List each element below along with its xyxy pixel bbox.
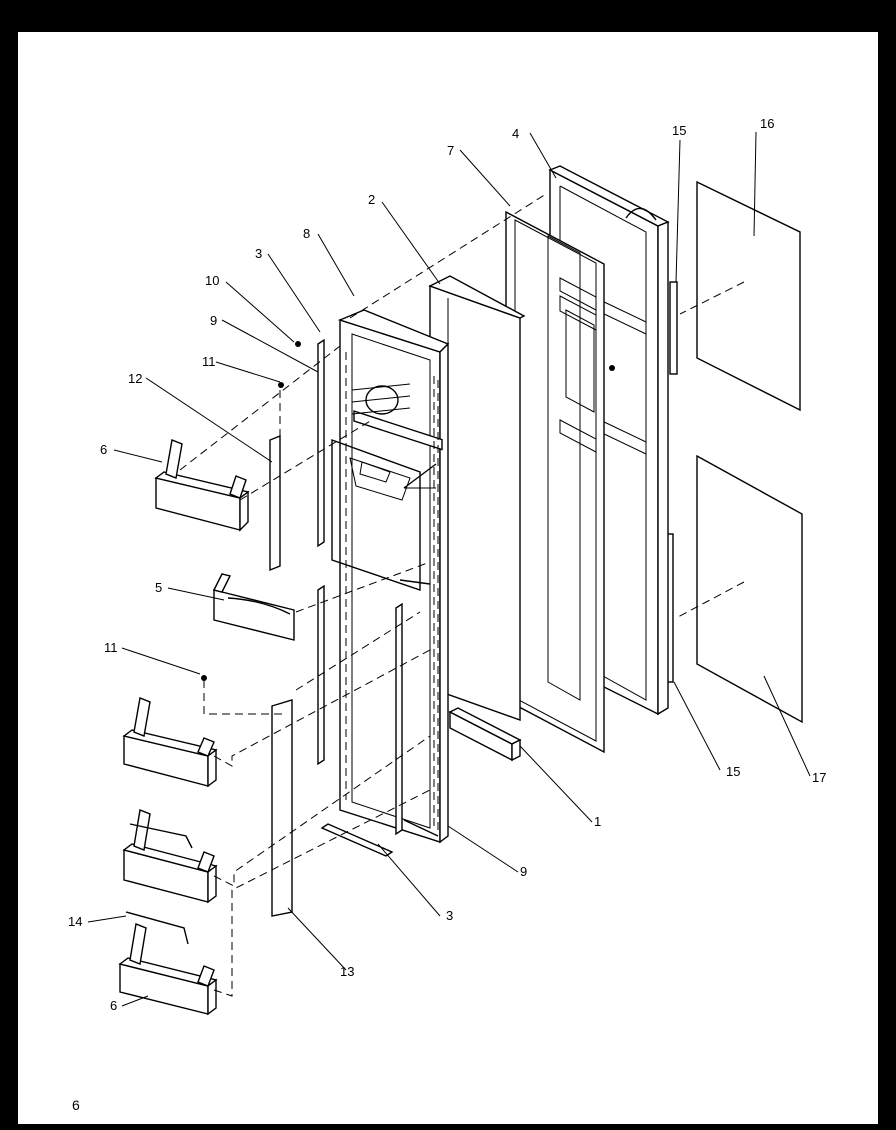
shelf-bracket-12	[269, 434, 281, 572]
callout-11-top: 11	[202, 354, 216, 369]
left-trim-strip	[317, 338, 325, 548]
screw-11-upper	[278, 382, 284, 388]
door-gasket	[505, 210, 605, 754]
screw-10	[295, 341, 301, 347]
door-bin-2-small	[212, 573, 295, 641]
callout-14: 14	[68, 914, 82, 929]
door-bin-1	[154, 439, 250, 532]
callout-12: 12	[128, 371, 142, 386]
door-bin-3	[122, 697, 218, 788]
bottom-trim-strip	[320, 823, 394, 857]
page-number: 6	[72, 1097, 80, 1113]
callout-5: 5	[155, 580, 162, 595]
callout-15-top: 15	[672, 123, 686, 138]
upper-glass-panel	[696, 180, 801, 412]
callout-2: 2	[368, 192, 375, 207]
callout-3-bottom: 3	[446, 908, 453, 923]
callout-6-top: 6	[100, 442, 107, 457]
callout-7: 7	[447, 143, 454, 158]
dispenser-housing	[331, 309, 450, 844]
callout-15-bottom: 15	[726, 764, 740, 779]
callout-17: 17	[812, 770, 826, 785]
leader-lines	[87, 131, 811, 1007]
callout-6-bottom: 6	[110, 998, 117, 1013]
bottom-door-bar	[448, 707, 522, 762]
assembly-lines	[179, 193, 547, 997]
lower-glass-panel	[696, 454, 803, 724]
upper-trim-strip	[669, 281, 678, 375]
right-trim-strip	[395, 602, 403, 836]
door-bin-5	[118, 923, 218, 1016]
callout-9-bottom: 9	[520, 864, 527, 879]
callout-3-top: 3	[255, 246, 262, 261]
bin-retainer-14	[125, 911, 189, 945]
callout-11-bottom: 11	[104, 640, 118, 655]
callout-9-top: 9	[210, 313, 217, 328]
callout-1: 1	[594, 814, 601, 829]
door-bin-4	[122, 809, 218, 904]
callout-8: 8	[303, 226, 310, 241]
shelf-rail-13	[271, 699, 293, 917]
callout-10: 10	[205, 273, 219, 288]
callout-13: 13	[340, 964, 354, 979]
callout-4: 4	[512, 126, 519, 141]
left-lower-trim-strip	[317, 584, 325, 766]
callout-16: 16	[760, 116, 774, 131]
housing-hole-columns	[345, 352, 439, 832]
screw-11-lower	[201, 675, 207, 681]
